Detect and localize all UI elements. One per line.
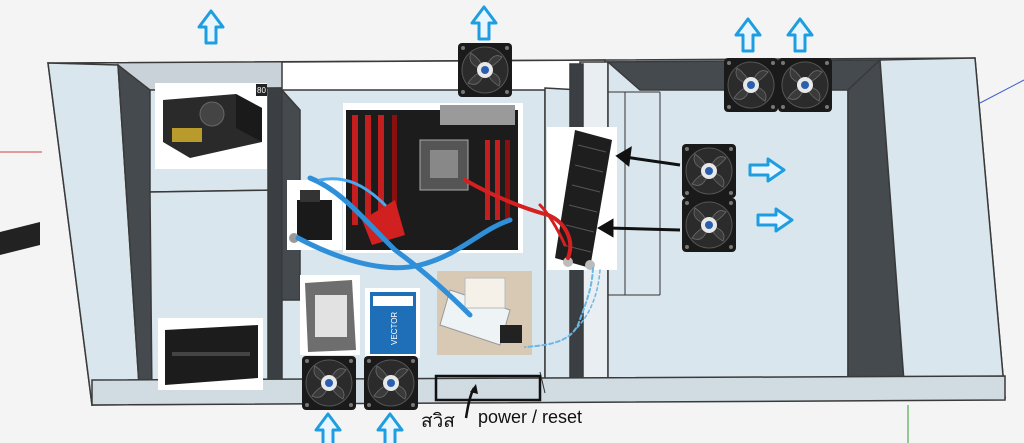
ssd-brand-label: VECTOR [390,312,399,345]
radiator [547,127,617,270]
dvd-drive [158,318,263,390]
bottom-intake-arrow-1 [314,412,342,443]
power-supply [155,83,267,169]
reservoir [437,271,532,355]
top-right-exhaust-arrow-1 [734,17,762,53]
top-right-exhaust-arrow-2 [786,17,814,53]
psu-exhaust-arrow [197,9,225,45]
hard-drive [300,275,360,355]
top-center-fan [457,42,513,98]
top-center-exhaust-arrow [470,5,498,41]
cable-stub [0,222,40,255]
switch-box [434,374,542,402]
top-right-fan-1 [723,57,779,113]
switch-pointer-head [470,384,478,394]
radiator-fan-2 [681,197,737,253]
bottom-fan-1 [301,355,357,411]
motherboard [343,103,523,253]
power-reset-label: power / reset [478,407,583,427]
bottom-intake-arrow-2 [376,412,404,443]
radiator-fan-1 [681,143,737,199]
axis-line-blue [979,79,1024,104]
coolant-tubing [295,175,601,348]
bottom-fan-2 [363,355,419,411]
ssd [365,288,420,358]
psu-badge: 80 [257,86,266,95]
switch-label-thai: สวิส [421,411,455,432]
airflow-to-radiator [597,146,681,238]
top-right-fan-2 [777,57,833,113]
